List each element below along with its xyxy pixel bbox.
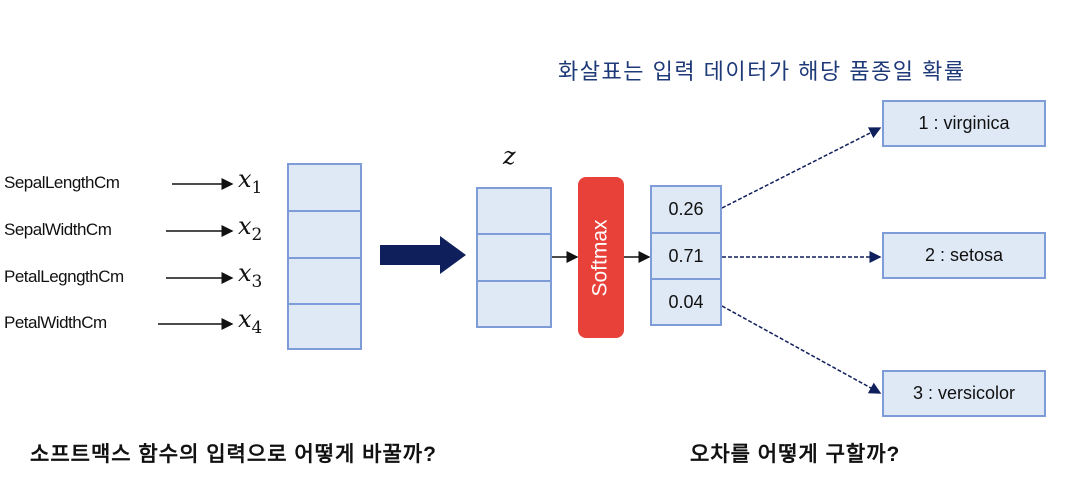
feature-label: SepalLengthCm [4, 173, 120, 192]
class-box-setosa: 2 : setosa [882, 232, 1046, 279]
input-variable: x3 [238, 259, 263, 292]
big-arrow [380, 236, 466, 274]
probability-cell: 0.26 [650, 185, 722, 234]
feature-label: SepalWidthCm [4, 220, 112, 239]
z-cell [476, 280, 552, 328]
class-box-versicolor: 3 : versicolor [882, 370, 1046, 417]
input-variable: x1 [238, 165, 263, 198]
input-variable: x4 [238, 305, 263, 338]
class-box-virginica: 1 : virginica [882, 100, 1046, 147]
probability-cell: 0.71 [650, 232, 722, 280]
input-variable: x2 [238, 212, 263, 245]
feature-label: PetalLegngthCm [4, 267, 124, 286]
input-cell [287, 257, 362, 305]
diagram-title: 화살표는 입력 데이터가 해당 품종일 확률 [558, 59, 966, 84]
input-cell [287, 163, 362, 212]
dashed-arrow-class-3 [721, 305, 882, 394]
question-left: 소프트맥스 함수의 입력으로 어떻게 바꿀까? [30, 443, 437, 466]
input-cell [287, 210, 362, 259]
input-cell [287, 303, 362, 350]
z-cell [476, 187, 552, 235]
softmax-block: Softmax [578, 177, 624, 338]
question-right: 오차를 어떻게 구할까? [690, 443, 901, 466]
softmax-label: Softmax [589, 218, 612, 297]
dashed-arrow-class-1 [721, 127, 882, 209]
feature-label: PetalWidthCm [4, 313, 107, 332]
z-cell [476, 233, 552, 282]
probability-cell: 0.04 [650, 278, 722, 326]
z-label: z [503, 142, 516, 170]
